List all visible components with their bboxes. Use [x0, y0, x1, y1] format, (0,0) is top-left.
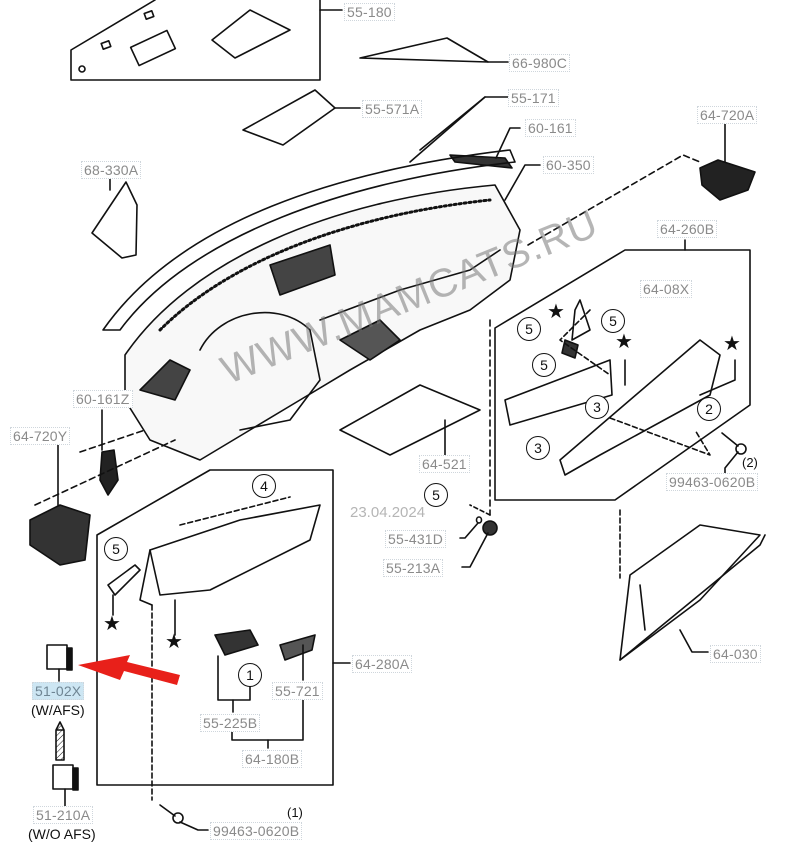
label-51-210a[interactable]: 51-210A — [33, 806, 94, 824]
qty-2: (2) — [742, 455, 758, 470]
part-64-260b-lower — [504, 359, 613, 426]
label-66-980c[interactable]: 66-980C — [509, 54, 571, 72]
star-icon: ★ — [615, 331, 633, 353]
star-icon: ★ — [547, 301, 565, 323]
callout-5: 5 — [532, 353, 556, 377]
label-55-213a[interactable]: 55-213A — [383, 559, 444, 577]
label-99463-0620b-2[interactable]: 99463-0620B — [666, 473, 759, 491]
date-stamp: 23.04.2024 — [350, 504, 426, 521]
callout-4: 4 — [252, 474, 276, 498]
part-55-571a — [242, 89, 336, 146]
callout-5: 5 — [517, 317, 541, 341]
part-55-213a — [482, 520, 498, 536]
callout-5: 5 — [601, 309, 625, 333]
red-arrow-icon — [78, 655, 180, 685]
star-icon: ★ — [103, 613, 121, 635]
label-60-161z[interactable]: 60-161Z — [73, 390, 133, 408]
part-64-720y — [29, 504, 91, 566]
label-60-161[interactable]: 60-161 — [525, 119, 576, 137]
label-64-030[interactable]: 64-030 — [710, 645, 761, 663]
qty-1: (1) — [287, 805, 303, 820]
callout-3: 3 — [585, 395, 609, 419]
group-box-64-280a — [96, 469, 334, 786]
label-68-330a[interactable]: 68-330A — [81, 161, 142, 179]
label-55-571a[interactable]: 55-571A — [362, 100, 423, 118]
callout-5: 5 — [424, 483, 448, 507]
label-55-225b[interactable]: 55-225B — [200, 714, 261, 732]
part-64-720a — [699, 159, 756, 201]
label-51-02x[interactable]: 51-02X — [32, 682, 85, 700]
part-66-980c — [359, 37, 489, 63]
part-55-721 — [279, 634, 316, 661]
label-55-721[interactable]: 55-721 — [272, 682, 323, 700]
bolt-99463-1 — [159, 804, 176, 817]
part-64-280a-lid — [149, 504, 321, 596]
label-64-260b[interactable]: 64-260B — [657, 220, 718, 238]
part-55-180-kit — [70, 0, 343, 81]
callout-1: 1 — [238, 663, 262, 687]
note-w-afs: (W/AFS) — [31, 702, 85, 718]
label-60-350[interactable]: 60-350 — [543, 156, 594, 174]
label-64-720y[interactable]: 64-720Y — [10, 427, 71, 445]
group-box-64-260b — [494, 249, 751, 501]
callout-5: 5 — [104, 537, 128, 561]
star-icon: ★ — [723, 333, 741, 355]
part-64-030 — [619, 524, 761, 661]
part-64-521 — [339, 384, 481, 456]
part-55-225b — [214, 629, 259, 656]
label-64-08x[interactable]: 64-08X — [640, 280, 693, 298]
part-60-161z — [99, 449, 119, 496]
part-60-350-dashboard — [102, 149, 521, 461]
part-51-210a — [52, 764, 74, 790]
note-wo-afs: (W/O AFS) — [28, 826, 96, 842]
callout-3: 3 — [526, 436, 550, 460]
label-55-180[interactable]: 55-180 — [344, 3, 395, 21]
label-64-720a[interactable]: 64-720A — [697, 106, 758, 124]
label-99463-0620b-1[interactable]: 99463-0620B — [210, 822, 303, 840]
label-64-521[interactable]: 64-521 — [419, 455, 470, 473]
bolt-99463-2 — [721, 432, 739, 447]
label-55-431d[interactable]: 55-431D — [385, 530, 447, 548]
callout-2: 2 — [697, 397, 721, 421]
part-51-02x — [46, 644, 68, 670]
label-64-180b[interactable]: 64-180B — [242, 750, 303, 768]
star-icon: ★ — [165, 631, 183, 653]
label-64-280a[interactable]: 64-280A — [352, 655, 413, 673]
part-68-330a — [91, 181, 138, 259]
label-55-171[interactable]: 55-171 — [508, 89, 559, 107]
